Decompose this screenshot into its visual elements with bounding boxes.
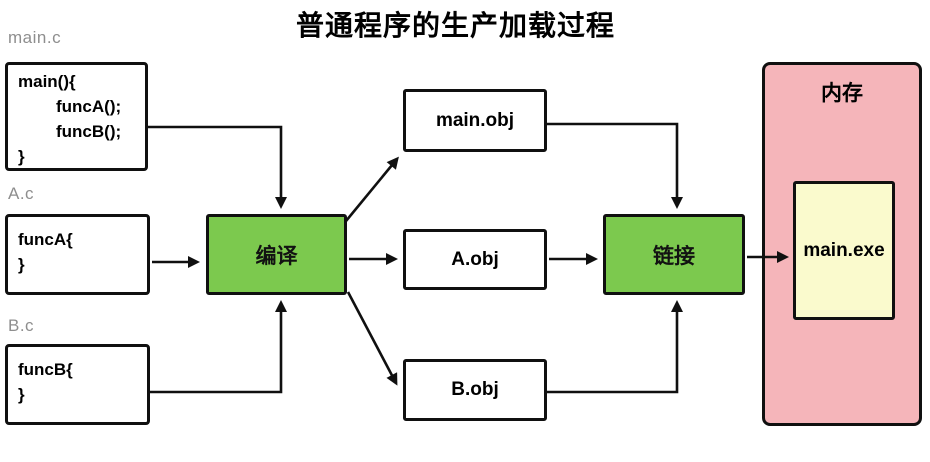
object-box-main-obj: main.obj bbox=[403, 89, 547, 152]
code-line: } bbox=[18, 147, 25, 166]
diagram-title: 普通程序的生产加载过程 bbox=[296, 10, 616, 41]
arrow-main-obj-to-link bbox=[547, 122, 683, 209]
file-label-a-c: A.c bbox=[8, 184, 35, 203]
compile-step-label: 编译 bbox=[255, 244, 298, 268]
file-label-b-c: B.c bbox=[8, 316, 35, 335]
arrow-compile-to-main-obj bbox=[344, 156, 399, 222]
arrow-b-obj-to-link bbox=[547, 300, 683, 394]
source-box-main-c: main(){ funcA(); funcB(); } bbox=[5, 62, 148, 171]
object-label-main-obj: main.obj bbox=[435, 109, 515, 131]
code-line: funcA(); bbox=[56, 97, 122, 116]
code-line: funcB(); bbox=[56, 122, 122, 141]
code-line: funcB{ bbox=[18, 360, 73, 379]
arrow-main-c-to-compile bbox=[148, 125, 287, 209]
compile-step-box: 编译 bbox=[206, 214, 347, 295]
executable-label: main.exe bbox=[803, 239, 885, 261]
source-box-b-c: funcB{ } bbox=[5, 344, 150, 425]
object-label-b-obj: B.obj bbox=[451, 379, 499, 400]
code-line: main(){ bbox=[18, 72, 76, 91]
code-line: funcA{ bbox=[18, 230, 73, 249]
file-label-main-c: main.c bbox=[8, 28, 62, 47]
code-line: } bbox=[18, 255, 25, 274]
object-box-b-obj: B.obj bbox=[403, 359, 547, 421]
arrow-compile-to-b-obj bbox=[346, 291, 398, 386]
link-step-box: 链接 bbox=[603, 214, 745, 295]
memory-region-label: 内存 bbox=[821, 82, 863, 105]
executable-box: main.exe bbox=[793, 181, 895, 320]
arrow-b-c-to-compile bbox=[150, 300, 287, 394]
object-label-a-obj: A.obj bbox=[451, 248, 499, 270]
link-step-label: 链接 bbox=[653, 244, 695, 268]
object-box-a-obj: A.obj bbox=[403, 229, 547, 290]
source-box-a-c: funcA{ } bbox=[5, 214, 150, 295]
code-line: } bbox=[18, 385, 25, 404]
